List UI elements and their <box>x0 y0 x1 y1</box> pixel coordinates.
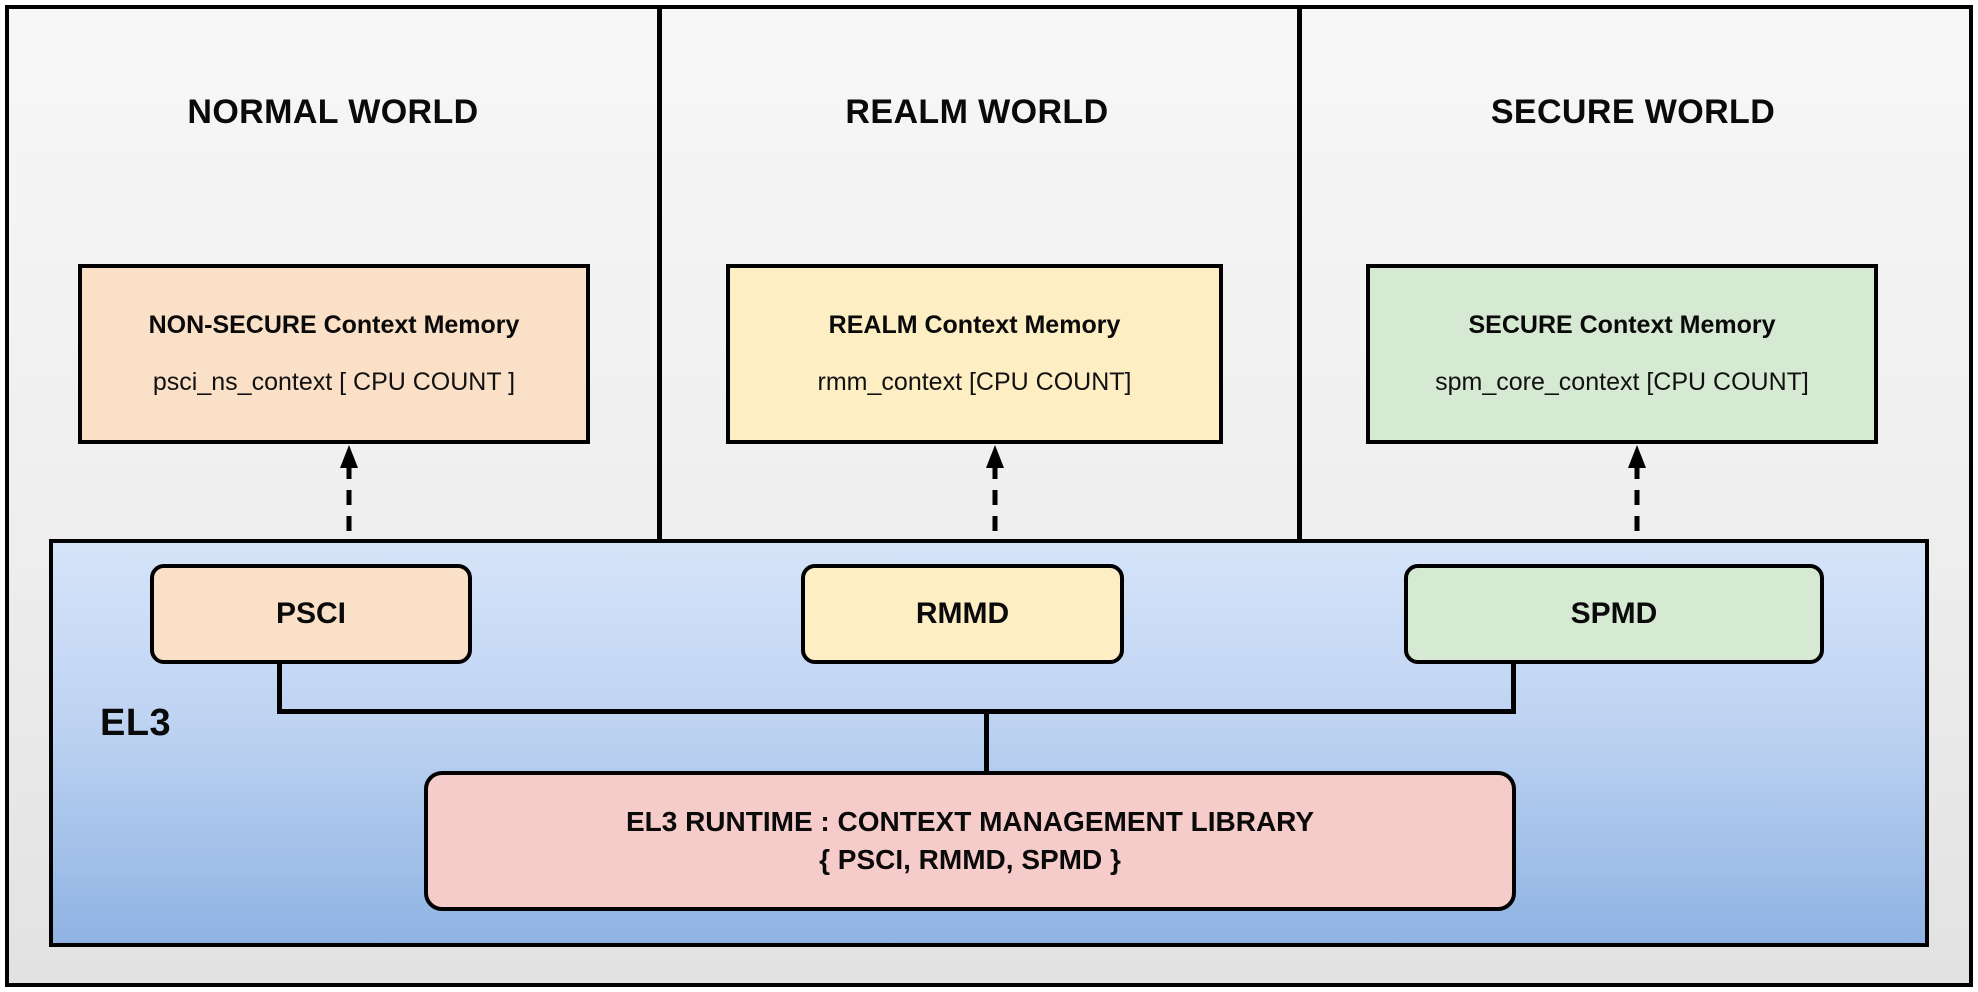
el3-label: EL3 <box>100 702 172 744</box>
secure-context-memory-subtitle: spm_core_context [CPU COUNT] <box>1435 368 1809 396</box>
el3-runtime-library-members: { PSCI, RMMD, SPMD } <box>819 844 1121 875</box>
secure-context-memory-box: SECURE Context Memory spm_core_context [… <box>1366 264 1878 444</box>
world-title-realm: REALM WORLD <box>845 93 1109 131</box>
column-divider-right <box>1297 9 1302 539</box>
non-secure-context-memory-subtitle: psci_ns_context [ CPU COUNT ] <box>152 368 516 396</box>
module-rmmd[interactable]: RMMD <box>801 564 1124 664</box>
el3-container: EL3 PSCI RMMD SPMD EL3 RUNTIME : CONTEXT… <box>49 539 1929 947</box>
module-spmd[interactable]: SPMD <box>1404 564 1824 664</box>
world-title-normal: NORMAL WORLD <box>187 93 479 131</box>
realm-context-memory-title: REALM Context Memory <box>828 311 1121 339</box>
non-secure-context-memory-box: NON-SECURE Context Memory psci_ns_contex… <box>78 264 590 444</box>
connector-horizontal-bus <box>277 709 1516 714</box>
world-column-secure: SECURE WORLD <box>1297 9 1969 539</box>
world-column-realm: REALM WORLD <box>657 9 1297 539</box>
realm-context-memory-box: REALM Context Memory rmm_context [CPU CO… <box>726 264 1223 444</box>
column-divider-left <box>657 9 662 539</box>
connector-spmd-drop <box>1511 664 1516 714</box>
world-column-normal: NORMAL WORLD <box>9 9 657 539</box>
realm-context-memory-subtitle: rmm_context [CPU COUNT] <box>817 368 1132 396</box>
connector-runtime-stub <box>984 709 989 773</box>
connector-psci-drop <box>277 664 282 714</box>
non-secure-context-memory-title: NON-SECURE Context Memory <box>148 311 520 339</box>
world-title-secure: SECURE WORLD <box>1490 93 1776 131</box>
el3-runtime-library-title: EL3 RUNTIME : CONTEXT MANAGEMENT LIBRARY <box>625 805 1315 837</box>
module-psci[interactable]: PSCI <box>150 564 472 664</box>
el3-runtime-library-box[interactable]: EL3 RUNTIME : CONTEXT MANAGEMENT LIBRARY… <box>424 771 1516 911</box>
worlds-region: NORMAL WORLD REALM WORLD SECURE WORLD NO… <box>9 9 1969 539</box>
secure-context-memory-title: SECURE Context Memory <box>1468 311 1776 339</box>
architecture-diagram: NORMAL WORLD REALM WORLD SECURE WORLD NO… <box>5 5 1973 987</box>
